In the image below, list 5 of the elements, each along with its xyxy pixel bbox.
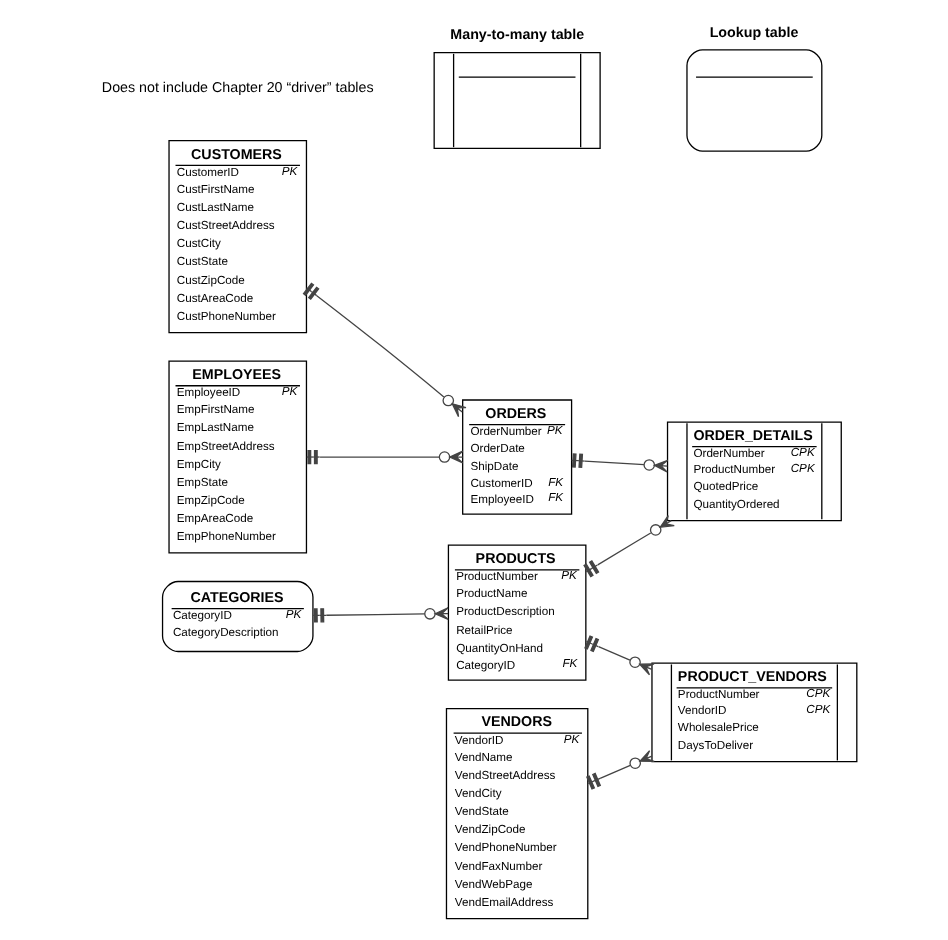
connector — [301, 282, 466, 418]
connector — [583, 635, 654, 676]
node-box — [685, 49, 822, 152]
connector — [584, 750, 654, 790]
connector — [582, 514, 674, 578]
